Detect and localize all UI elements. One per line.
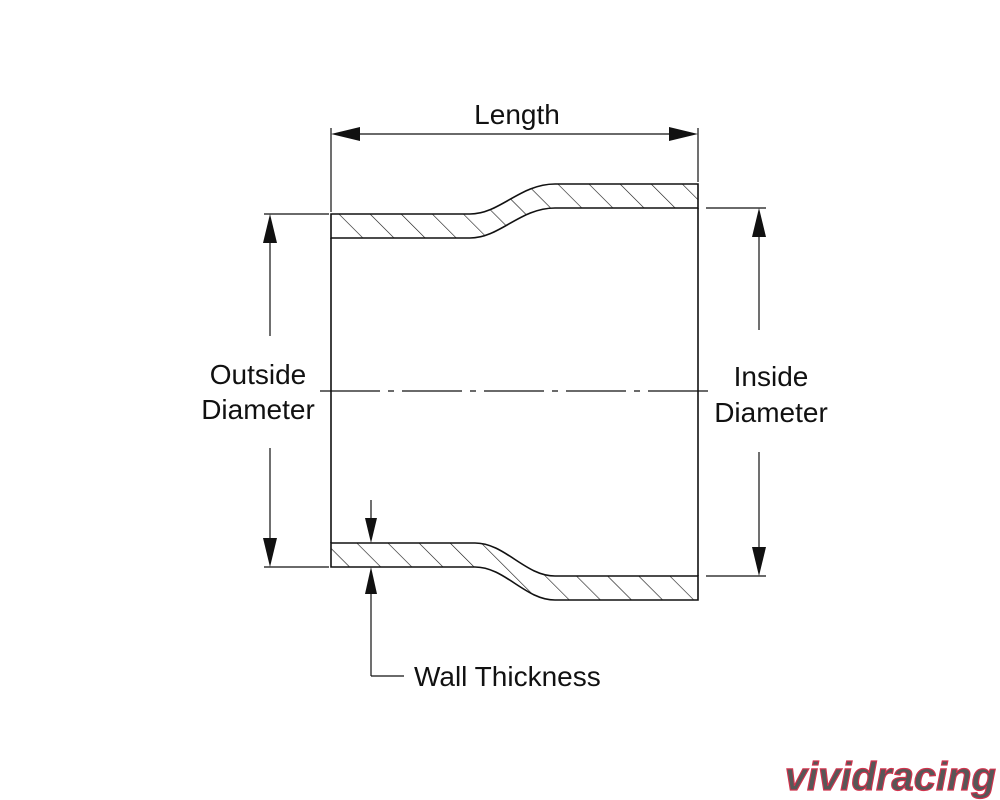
wall-thickness-dimension	[365, 500, 404, 677]
bottom-wall-section	[330, 542, 699, 601]
length-arrow-right	[669, 127, 698, 141]
wall-thickness-arrow-down	[365, 518, 377, 543]
length-dimension	[330, 127, 699, 212]
inside-diameter-arrow-up	[752, 208, 766, 237]
vividracing-watermark-logo: vividracing	[785, 755, 996, 799]
outside-diameter-dimension	[263, 213, 329, 568]
outside-diameter-label-line2: Diameter	[201, 394, 315, 425]
length-label: Length	[474, 99, 560, 130]
inside-diameter-dimension	[706, 207, 766, 577]
outside-diameter-arrow-up	[263, 214, 277, 243]
outside-diameter-arrow-down	[263, 538, 277, 567]
inside-diameter-arrow-down	[752, 547, 766, 576]
inside-diameter-label-line1: Inside	[734, 361, 809, 392]
wall-thickness-label: Wall Thickness	[414, 661, 601, 692]
top-wall-section	[330, 183, 699, 239]
length-arrow-left	[331, 127, 360, 141]
outside-diameter-label-line1: Outside	[210, 359, 307, 390]
wall-thickness-arrow-up	[365, 567, 377, 594]
inside-diameter-label-line2: Diameter	[714, 397, 828, 428]
